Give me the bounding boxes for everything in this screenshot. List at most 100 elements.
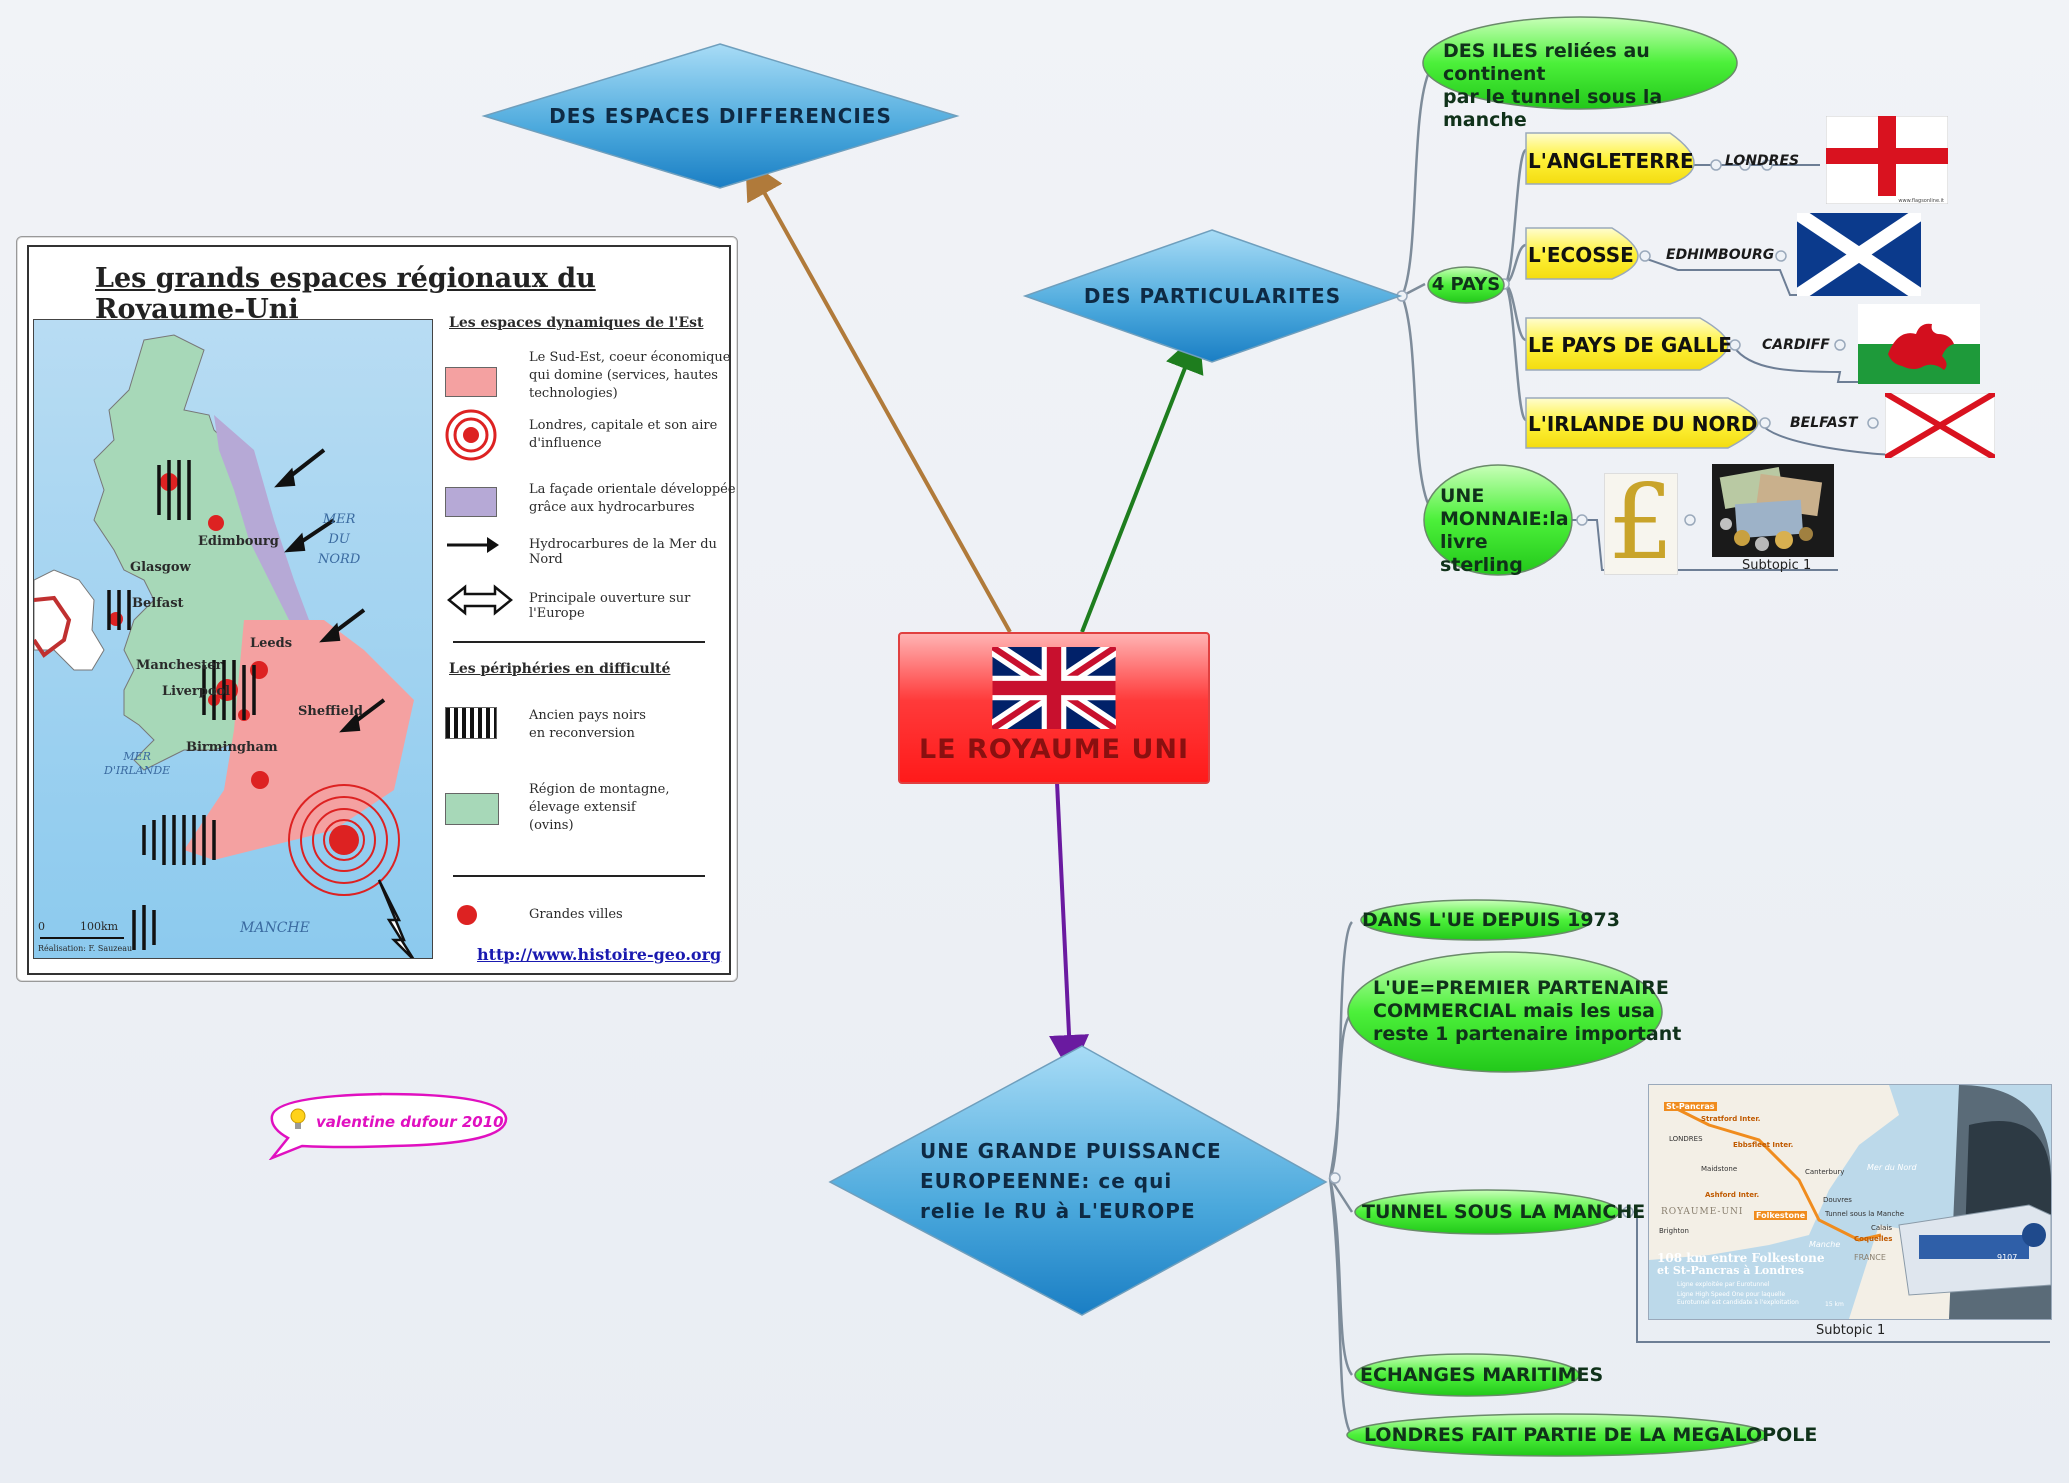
pound-sign-icon: £ xyxy=(1604,462,1678,582)
uk-flag-icon xyxy=(992,647,1116,729)
flag-credit: www.flagsonline.it xyxy=(1898,198,1944,204)
northern-ireland-flag-icon xyxy=(1885,393,1995,458)
legend-montagne: Région de montagne, élevage extensif (ov… xyxy=(529,781,669,835)
legend-ouverture: Principale ouverture sur l'Europe xyxy=(529,591,691,621)
legend-sudest-swatch xyxy=(445,367,497,397)
topic-puissance-line3: relie le RU à L'EUROPE xyxy=(920,1199,1196,1223)
capital-londres[interactable]: LONDRES xyxy=(1725,153,1800,169)
capital-cardiff[interactable]: CARDIFF xyxy=(1762,337,1830,353)
legend-double-arrow-symbol xyxy=(447,584,513,616)
map-sea-irlande-2: D'IRLANDE xyxy=(104,764,171,777)
legend-grandes-villes-dot xyxy=(457,905,477,925)
map-sea-manche: MANCHE xyxy=(240,920,310,936)
tunnel-place-manche: Manche xyxy=(1809,1240,1841,1249)
central-node[interactable]: LE ROYAUME UNI xyxy=(898,632,1210,784)
tunnel-place-stratford: Stratford Inter. xyxy=(1701,1115,1761,1123)
legend-montagne-swatch xyxy=(445,793,499,825)
legend-grandes-villes: Grandes villes xyxy=(529,907,623,922)
map-scale-100: 100km xyxy=(80,920,119,933)
map-url-link[interactable]: http://www.histoire-geo.org xyxy=(477,945,722,964)
arrow-to-espaces xyxy=(745,158,1012,633)
tunnel-place-stpancras: St-Pancras xyxy=(1664,1102,1717,1111)
arrow-to-particularites xyxy=(1080,331,1204,633)
map-scale-0: 0 xyxy=(38,920,45,933)
bubble-iles[interactable]: DES ILES reliées au continent par le tun… xyxy=(1443,40,1733,132)
topic-puissance-line2: EUROPEENNE: ce qui xyxy=(920,1169,1173,1193)
map-sea-nord: MER DU NORD xyxy=(318,510,360,570)
legend-londres: Londres, capitale et son aire d'influenc… xyxy=(529,417,717,453)
topic-espaces[interactable]: DES ESPACES DIFFERENCIES xyxy=(549,104,892,128)
monnaie-caption: Subtopic 1 xyxy=(1742,558,1812,573)
tunnel-legend-2: Ligne High Speed One pour laquelle xyxy=(1677,1291,1786,1298)
tunnel-place-folkestone: Folkestone xyxy=(1754,1211,1808,1220)
tunnel-place-ebbsfleet: Ebbsfleet Inter. xyxy=(1733,1141,1794,1149)
europe-partenaire-line1: L'UE=PREMIER PARTENAIRE xyxy=(1373,977,1669,999)
capital-belfast[interactable]: BELFAST xyxy=(1790,415,1858,431)
pays-irlande-nord[interactable]: L'IRLANDE DU NORD xyxy=(1528,412,1758,436)
europe-tunnel[interactable]: TUNNEL SOUS LA MANCHE xyxy=(1362,1201,1646,1223)
bubble-4-pays[interactable]: 4 PAYS xyxy=(1431,274,1501,295)
signature-text: valentine dufour 2010 xyxy=(316,1113,504,1131)
england-flag-icon: www.flagsonline.it xyxy=(1826,116,1948,204)
bubble-monnaie-line2: MONNAIE:la xyxy=(1440,508,1569,530)
tunnel-map-image: St-Pancras Stratford Inter. LONDRES Ebbs… xyxy=(1648,1084,2052,1320)
tunnel-place-mer-du-nord: Mer du Nord xyxy=(1867,1163,1917,1172)
map-section-dynamiques: Les espaces dynamiques de l'Est xyxy=(449,315,704,331)
europe-partenaire-line2: COMMERCIAL mais les usa xyxy=(1373,1000,1655,1022)
central-title: LE ROYAUME UNI xyxy=(918,734,1190,765)
europe-megalopole[interactable]: LONDRES FAIT PARTIE DE LA MEGALOPOLE xyxy=(1364,1424,1818,1446)
banknotes-icon xyxy=(1719,467,1823,551)
wales-flag-icon xyxy=(1858,304,1980,384)
tunnel-train-number: 9107 xyxy=(1997,1253,2018,1262)
tunnel-place-londres: LONDRES xyxy=(1669,1135,1703,1143)
lightbulb-icon xyxy=(290,1108,306,1132)
tunnel-legend-1: Ligne exploitée par Eurotunnel xyxy=(1677,1281,1770,1288)
legend-hydrocarbures: Hydrocarbures de la Mer du Nord xyxy=(529,537,717,567)
legend-montagne-3: (ovins) xyxy=(529,818,574,833)
tunnel-map-graphic xyxy=(1649,1085,2051,1319)
tunnel-headline-1: 108 km entre Folkestone xyxy=(1657,1251,1825,1265)
europe-partenaire-line3: reste 1 partenaire important xyxy=(1373,1023,1682,1045)
topic-puissance-line1: UNE GRANDE PUISSANCE xyxy=(920,1139,1222,1163)
tunnel-place-calais: Calais xyxy=(1871,1224,1893,1232)
legend-sudest-1: Le Sud-Est, coeur économique xyxy=(529,350,731,365)
map-sea-irlande-1: MER xyxy=(123,750,151,763)
map-city-glasgow: Glasgow xyxy=(130,560,191,575)
signature-bubble xyxy=(268,1092,508,1160)
money-photo xyxy=(1712,464,1834,557)
legend-sudest-2: qui domine (services, hautes xyxy=(529,368,718,383)
tunnel-place-france: FRANCE xyxy=(1854,1253,1886,1262)
europe-echanges[interactable]: ECHANGES MARITIMES xyxy=(1360,1364,1604,1386)
map-sea-nord-2: DU xyxy=(328,532,350,547)
tunnel-place-brighton: Brighton xyxy=(1659,1227,1689,1235)
map-city-belfast: Belfast xyxy=(132,596,184,611)
topic-puissance[interactable]: UNE GRANDE PUISSANCE EUROPEENNE: ce qui … xyxy=(920,1136,1300,1226)
map-city-edimbourg: Edimbourg xyxy=(198,534,279,549)
legend-pays-noirs: Ancien pays noirs en reconversion xyxy=(529,707,646,743)
map-city-sheffield: Sheffield xyxy=(298,704,364,719)
uk-map-graphic xyxy=(34,334,415,958)
bubble-monnaie-line3: livre sterling xyxy=(1440,531,1523,576)
legend-facade-2: grâce aux hydrocarbures xyxy=(529,500,695,515)
bubble-iles-line1: DES ILES reliées au continent xyxy=(1443,40,1650,85)
topic-particularites[interactable]: DES PARTICULARITES xyxy=(1083,284,1342,308)
europe-partenaire[interactable]: L'UE=PREMIER PARTENAIRE COMMERCIAL mais … xyxy=(1373,977,1681,1046)
map-city-manchester: Manchester xyxy=(136,658,223,673)
map-section-peripheries: Les périphéries en difficulté xyxy=(449,661,671,677)
pays-angleterre[interactable]: L'ANGLETERRE xyxy=(1528,149,1694,173)
capital-edimbourg[interactable]: EDHIMBOURG xyxy=(1666,247,1775,263)
legend-sudest-3: technologies) xyxy=(529,386,618,401)
bubble-monnaie-line1: UNE xyxy=(1440,485,1485,507)
legend-pays-noirs-2: en reconversion xyxy=(529,726,635,741)
tunnel-place-canterbury: Canterbury xyxy=(1805,1168,1845,1176)
pays-ecosse[interactable]: L'ECOSSE xyxy=(1528,243,1634,267)
arrow-to-puissance xyxy=(1049,781,1090,1075)
legend-montagne-1: Région de montagne, xyxy=(529,782,670,797)
legend-divider-2 xyxy=(453,875,705,877)
tunnel-place-tunnel: Tunnel sous la Manche xyxy=(1825,1210,1905,1218)
legend-facade: La façade orientale développée grâce aux… xyxy=(529,481,736,517)
bubble-iles-line2: par le tunnel sous la manche xyxy=(1443,86,1663,131)
europe-ue-1973[interactable]: DANS L'UE DEPUIS 1973 xyxy=(1362,909,1620,931)
bubble-monnaie[interactable]: UNE MONNAIE:la livre sterling xyxy=(1440,485,1570,577)
pays-galles[interactable]: LE PAYS DE GALLE xyxy=(1528,333,1732,357)
